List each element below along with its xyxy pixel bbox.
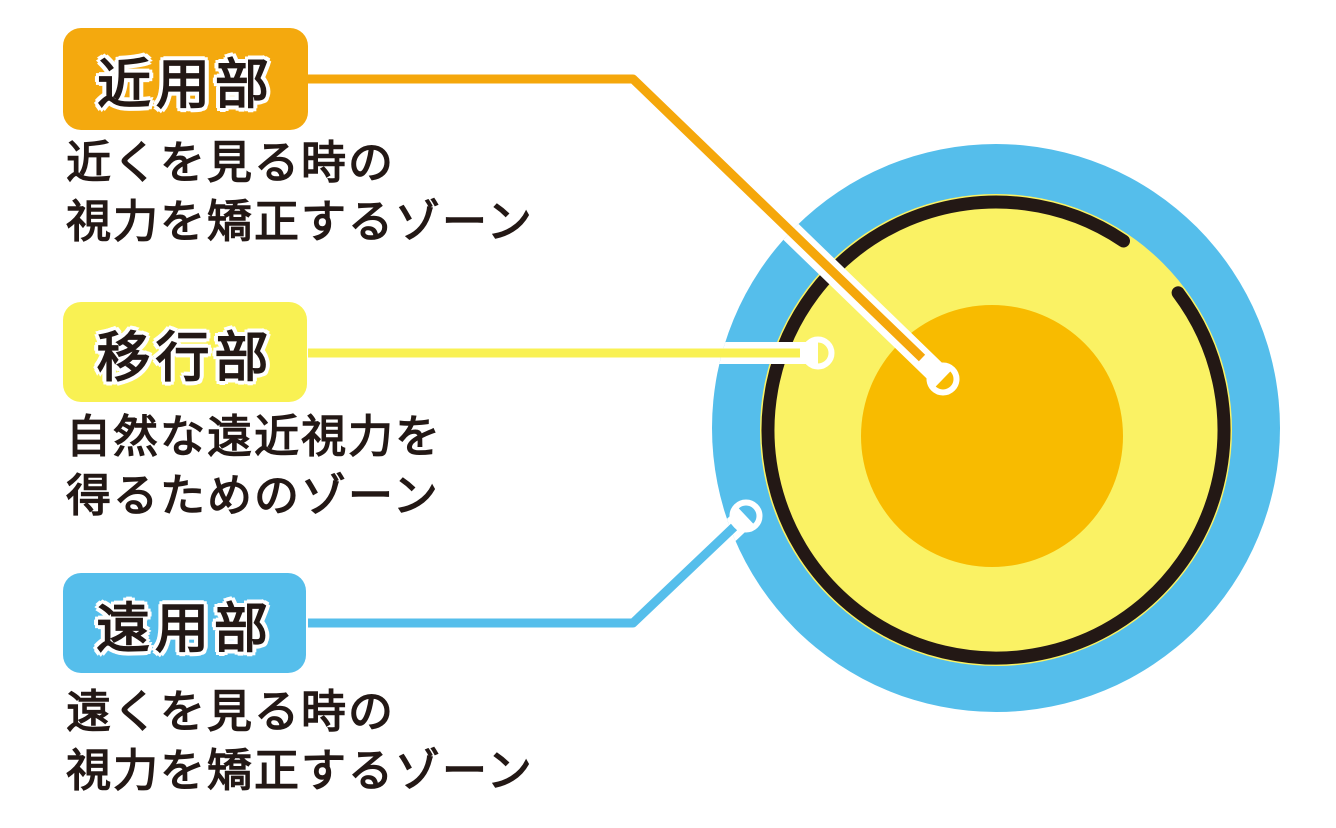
- lens-black-arc: [761, 195, 1231, 665]
- distance-zone-desc-line2: 視力を矯正するゾーン: [66, 745, 534, 796]
- distance-zone-description: 遠くを見る時の 視力を矯正するゾーン: [66, 682, 534, 800]
- transition-endpoint-ring: [801, 336, 835, 370]
- near-zone-desc-line1: 近くを見る時の: [66, 137, 396, 188]
- transition-zone-label: 移行部: [63, 302, 307, 402]
- near-zone-label: 近用部: [63, 28, 308, 130]
- near-zone-title: 近用部: [97, 54, 274, 115]
- distance-zone-desc-line1: 遠くを見る時の: [66, 686, 396, 737]
- distance-endpoint-ring: [729, 499, 763, 533]
- near-zone-description: 近くを見る時の 視力を矯正するゾーン: [66, 133, 534, 251]
- distance-zone-label: 遠用部: [63, 573, 306, 673]
- distance-zone-title: 遠用部: [96, 598, 273, 659]
- distance-leader-line: [308, 523, 738, 628]
- near-endpoint-ring: [926, 362, 960, 396]
- transition-zone-title: 移行部: [96, 327, 274, 388]
- near-leader-line: [308, 74, 926, 362]
- transition-zone-desc-line2: 得るためのゾーン: [66, 470, 440, 521]
- near-zone-desc-line2: 視力を矯正するゾーン: [66, 196, 534, 247]
- transition-zone-desc-line1: 自然な遠近視力を: [66, 411, 443, 462]
- distance-leader-casing: [712, 508, 754, 634]
- transition-zone-description: 自然な遠近視力を 得るためのゾーン: [66, 407, 442, 525]
